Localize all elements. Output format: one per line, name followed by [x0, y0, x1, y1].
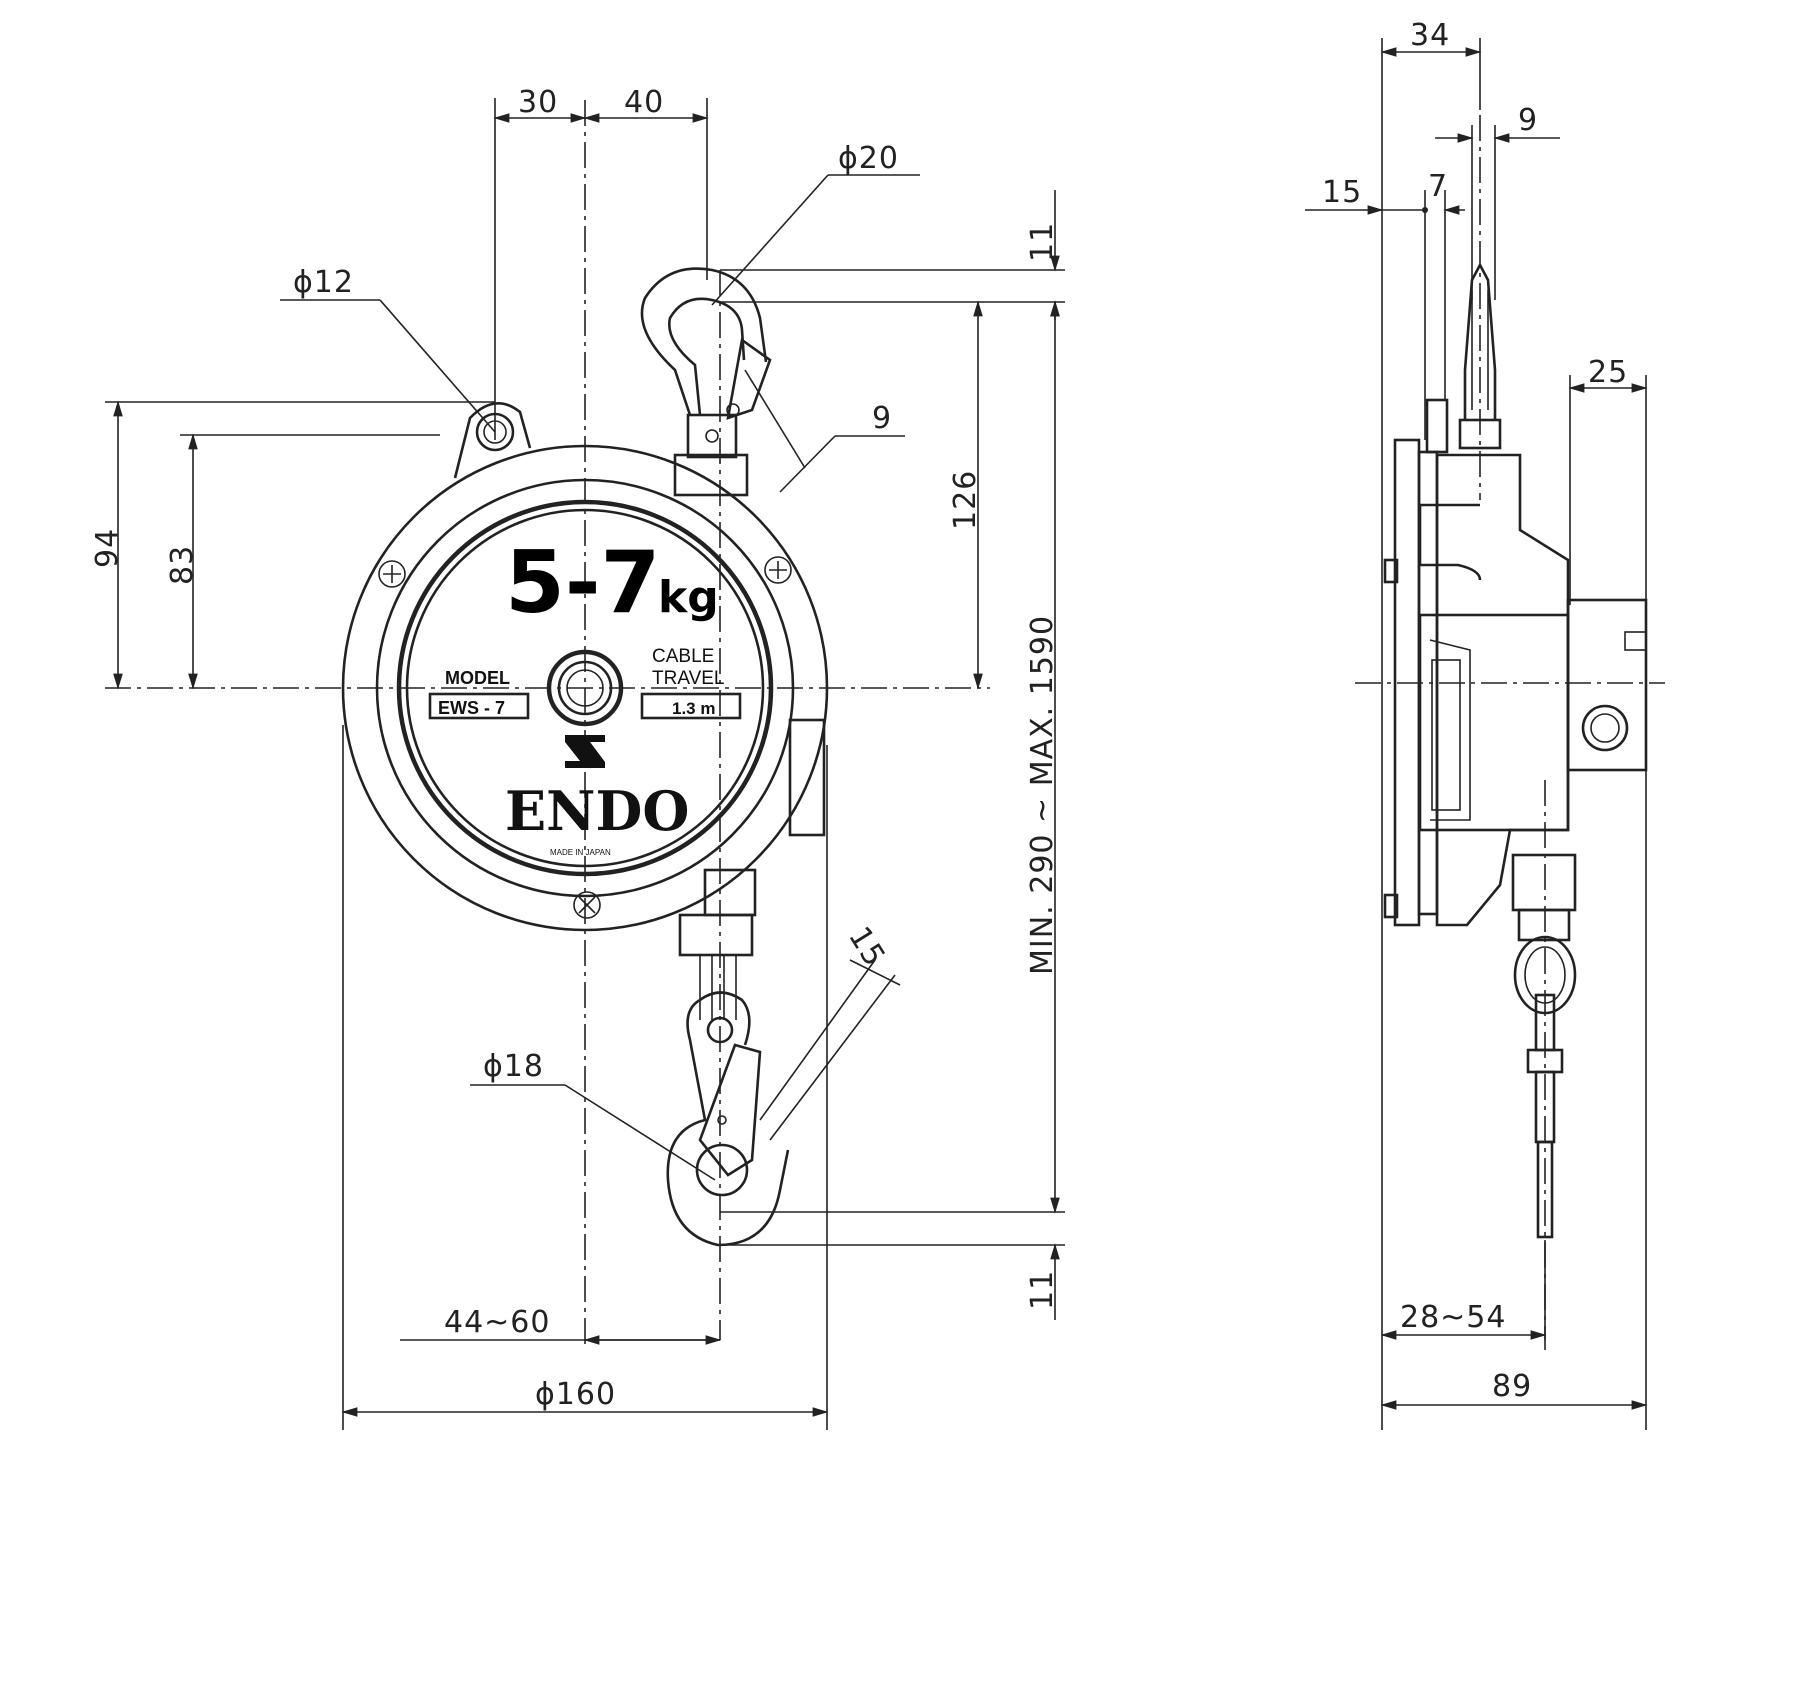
screw-left — [378, 560, 406, 588]
capacity-label: 5-7 — [505, 533, 660, 633]
travel-label: TRAVEL — [652, 668, 725, 689]
dim-94: 94 — [90, 528, 125, 568]
dim-11-top: 11 — [1025, 222, 1060, 262]
dim-range-length: MIN. 290 ~ MAX. 1590 — [1025, 615, 1060, 975]
dim-25: 25 — [1588, 355, 1628, 390]
label-plate-border — [396, 499, 774, 877]
dim-9-front: 9 — [872, 401, 892, 436]
dim-40: 40 — [624, 85, 664, 120]
dim-126: 126 — [948, 470, 983, 530]
capacity-unit: kg — [658, 572, 719, 623]
front-view: 5-7 kg MODEL EWS - 7 CABLE TRAVEL 1.3 m … — [90, 85, 1065, 1430]
dim-phi20: ϕ20 — [838, 141, 899, 176]
side-bottom-hook — [1511, 853, 1577, 1239]
cable-value: 1.3 m — [672, 699, 715, 718]
endo-logo-mark — [565, 735, 605, 768]
dim-28-54: 28~54 — [1400, 1300, 1506, 1335]
label-plate — [405, 508, 765, 868]
side-housing — [1383, 398, 1648, 927]
side-top-hook — [1458, 262, 1502, 450]
dim-phi18: ϕ18 — [483, 1049, 544, 1084]
dim-phi160: ϕ160 — [535, 1377, 616, 1412]
made-in-label: MADE IN JAPAN — [550, 848, 611, 857]
model-value-box — [428, 692, 530, 720]
screw-right — [764, 556, 792, 584]
dim-30: 30 — [518, 85, 558, 120]
center-hub — [546, 649, 624, 727]
dim-9-side: 9 — [1518, 103, 1538, 138]
dim-7-side: 7 — [1428, 169, 1448, 204]
model-label: MODEL — [445, 668, 510, 688]
housing-inner-ring — [375, 478, 795, 898]
cable-value-box — [640, 692, 742, 720]
dim-phi12: ϕ12 — [293, 265, 354, 300]
side-bracket — [788, 718, 826, 837]
top-hook — [640, 267, 772, 497]
bottom-hook — [666, 991, 790, 1247]
housing-outer-ring — [341, 444, 829, 932]
dim-89: 89 — [1492, 1369, 1532, 1404]
dim-15-side: 15 — [1322, 175, 1362, 210]
dim-83: 83 — [165, 545, 200, 585]
mounting-lug — [453, 402, 532, 479]
dim-11-bottom: 11 — [1025, 1270, 1060, 1310]
side-view: 34 9 15 7 25 28~54 89 — [1305, 18, 1665, 1430]
model-value: EWS - 7 — [438, 698, 505, 718]
screw-bottom — [573, 891, 601, 919]
dim-34: 34 — [1410, 18, 1450, 53]
dim-15-front: 15 — [841, 921, 892, 974]
cable-outlet — [678, 868, 757, 1020]
dim-44-60: 44~60 — [444, 1305, 550, 1340]
cable-label: CABLE — [652, 646, 714, 667]
brand-name: ENDO — [505, 779, 689, 843]
